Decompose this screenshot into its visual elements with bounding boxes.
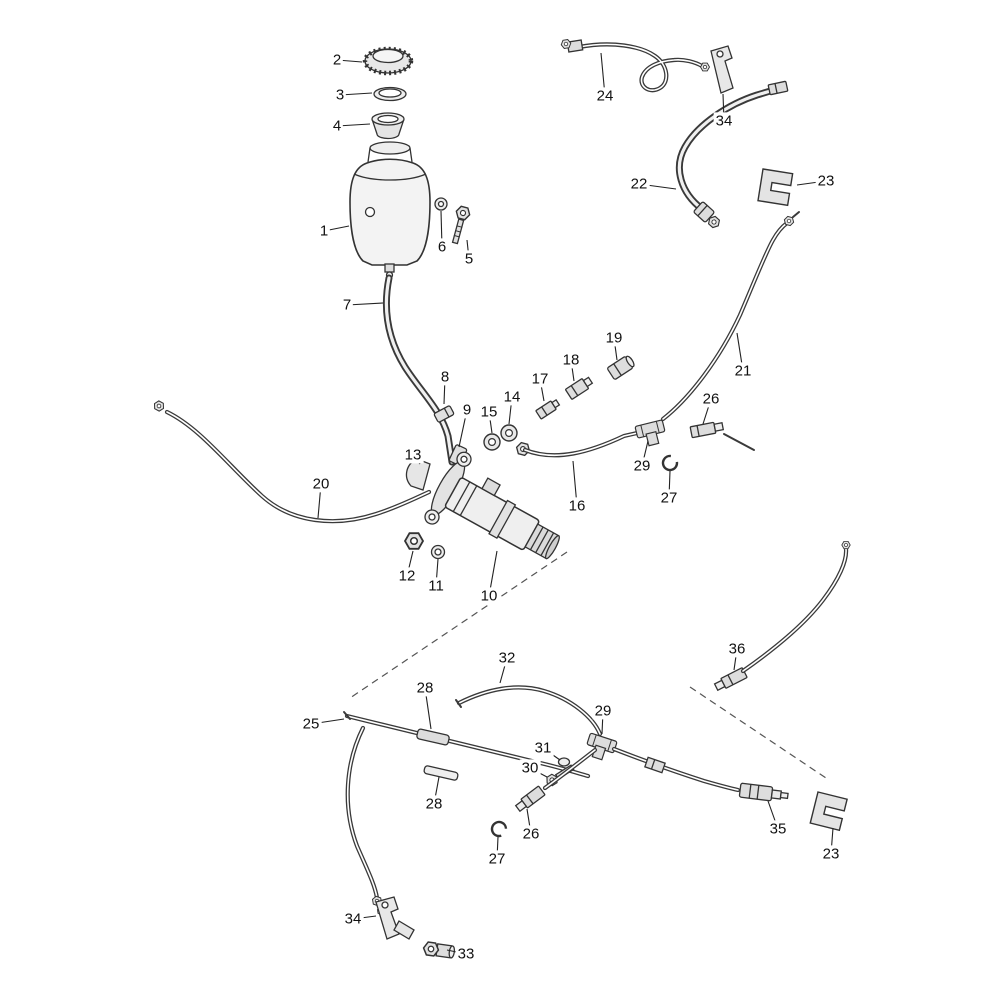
nut-12 [404, 532, 424, 550]
callout-20-15: 20 [310, 475, 332, 493]
pipe-21 [660, 211, 800, 422]
callout-28-31: 28 [423, 795, 445, 813]
callout-1-3: 1 [317, 222, 331, 240]
pipe-t-to-35 [611, 746, 741, 793]
connector-36 [713, 667, 748, 692]
callout-36-37: 36 [726, 640, 748, 658]
callout-34-27: 34 [713, 112, 735, 130]
callout-31-32: 31 [532, 739, 554, 757]
callout-29-34: 29 [592, 702, 614, 720]
callout-23-25: 23 [815, 172, 837, 190]
callout-4-2: 4 [330, 117, 344, 135]
callout-32-30: 32 [496, 649, 518, 667]
callout-22-24: 22 [628, 175, 650, 193]
callout-14-10: 14 [501, 388, 523, 406]
callout-27-21: 27 [658, 489, 680, 507]
fitting-26-upper [689, 421, 755, 451]
callout-5-5: 5 [462, 250, 476, 268]
bracket-34-upper [710, 45, 734, 94]
fitting-19 [607, 355, 635, 380]
callout-3-1: 3 [333, 86, 347, 104]
callout-10-18: 10 [478, 587, 500, 605]
flex-hose-22 [675, 80, 789, 231]
fitting-18 [565, 376, 594, 400]
callout-26-22: 26 [700, 390, 722, 408]
t-fitting-29-upper [634, 419, 669, 449]
pipe-24 [560, 38, 710, 93]
callout-12-16: 12 [396, 567, 418, 585]
callout-15-9: 15 [478, 403, 500, 421]
callout-13-14: 13 [402, 446, 424, 464]
pipe-16 [522, 428, 649, 458]
washer-6 [434, 197, 448, 211]
callout-27-35: 27 [486, 850, 508, 868]
callout-23-39: 23 [820, 845, 842, 863]
callout-9-8: 9 [460, 401, 474, 419]
pipe-32 [455, 685, 603, 737]
callout-29-20: 29 [631, 457, 653, 475]
callout-24-26: 24 [594, 87, 616, 105]
t-fitting-29-lower [583, 732, 618, 764]
dashed-guide-right [689, 686, 827, 779]
seal-ring-15 [483, 433, 501, 451]
connector-35 [738, 782, 789, 802]
callout-34-40: 34 [342, 910, 364, 928]
washer-11 [430, 544, 446, 560]
sleeve-28-loose [423, 765, 459, 781]
washer-31 [557, 757, 571, 767]
reservoir-seal [373, 86, 407, 102]
callout-26-36: 26 [520, 825, 542, 843]
callout-11-17: 11 [426, 577, 446, 595]
banjo-bolt-icon [514, 441, 532, 457]
fitting-26-lower [514, 785, 546, 813]
master-cylinder [424, 451, 560, 560]
callout-19-13: 19 [603, 329, 625, 347]
callout-18-12: 18 [560, 351, 582, 369]
hose-fitting-8 [433, 405, 455, 423]
callout-30-33: 30 [519, 759, 541, 777]
reservoir [349, 141, 431, 279]
bolt-5 [451, 204, 472, 245]
callout-28-29: 28 [414, 679, 436, 697]
retainer-clip-23-lower [809, 791, 848, 832]
dashed-guide-left [349, 551, 568, 699]
callout-33-41: 33 [455, 945, 477, 963]
callout-17-11: 17 [529, 370, 551, 388]
circlip-27-upper [659, 452, 681, 474]
retainer-clip-23-upper [757, 168, 794, 206]
callout-35-38: 35 [767, 820, 789, 838]
pipe-t-to-26 [542, 747, 598, 791]
plug-33 [421, 940, 456, 959]
seal-ring-14 [500, 424, 518, 442]
callout-21-23: 21 [732, 362, 754, 380]
hose-lower-left [345, 725, 387, 916]
callout-25-28: 25 [300, 715, 322, 733]
bracket-13 [405, 458, 431, 491]
fitting-mid-lower [644, 756, 666, 774]
reservoir-cap [362, 46, 414, 76]
callout-8-7: 8 [438, 368, 452, 386]
bracket-34-lower [375, 896, 415, 940]
feed-pipe-20 [151, 399, 432, 524]
fitting-17 [535, 398, 561, 420]
callout-2-0: 2 [330, 51, 344, 69]
sleeve-28-installed [416, 728, 450, 746]
reservoir-strainer [371, 112, 405, 140]
pipe-36 [740, 540, 851, 674]
callout-7-6: 7 [340, 296, 354, 314]
callout-6-4: 6 [435, 238, 449, 256]
callout-16-19: 16 [566, 497, 588, 515]
circlip-27-lower [488, 818, 510, 840]
